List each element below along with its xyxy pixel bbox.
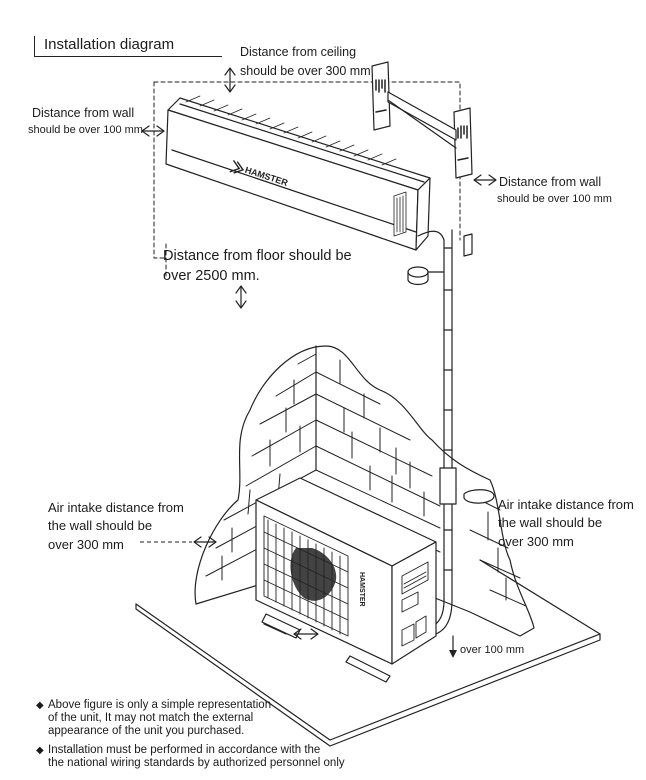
bracket-barcode [375, 79, 469, 161]
notes-list: ◆ Above figure is only a simple represen… [36, 699, 345, 773]
bullet-icon: ◆ [36, 700, 44, 711]
note-item: ◆ Above figure is only a simple represen… [36, 699, 272, 737]
indoor-side-vent [393, 191, 407, 237]
refrigerant-pipe [407, 229, 495, 639]
wall-right-arrow-icon [473, 174, 497, 186]
air-left-arrow-icon [193, 536, 217, 548]
mounting-bracket [371, 61, 473, 179]
wall-left-label: Distance from wall should be over 100 mm [28, 106, 143, 136]
air-bottom-arrow-icon [293, 628, 319, 640]
brick-wall [194, 345, 535, 637]
indoor-grille [185, 95, 397, 166]
drain-arrowhead-icon [449, 650, 457, 658]
diagram-title: Installation diagram [44, 36, 175, 53]
outdoor-side-panel [401, 561, 429, 647]
title-underline [34, 56, 222, 57]
floor-label: Distance from floor should be over 2500 … [163, 248, 352, 285]
floor-arrow-icon [235, 285, 247, 309]
floor-slab [135, 559, 601, 747]
outdoor-fan [290, 548, 337, 601]
bottom-clearance-label: over 100 mm [460, 644, 525, 656]
air-right-label: Air intake distance from the wall should… [498, 497, 634, 549]
wall-left-arrow-icon [141, 125, 165, 137]
outdoor-feet [261, 613, 391, 683]
air-left-label: Air intake distance from the wall should… [48, 500, 184, 552]
hamster-logo-outdoor: HAMSTER [358, 572, 365, 607]
bullet-icon: ◆ [36, 745, 44, 756]
ceiling-arrow-icon [224, 67, 236, 93]
note-item: ◆ Installation must be performed in acco… [36, 744, 345, 769]
clearance-frame [153, 81, 461, 279]
indoor-unit [165, 97, 431, 251]
title-bracket [34, 36, 35, 56]
wall-right-label: Distance from wall should be over 100 mm [497, 175, 612, 205]
brand-text-outdoor: HAMSTER [358, 572, 365, 607]
ceiling-label: Distance from ceiling should be over 300… [240, 45, 371, 78]
